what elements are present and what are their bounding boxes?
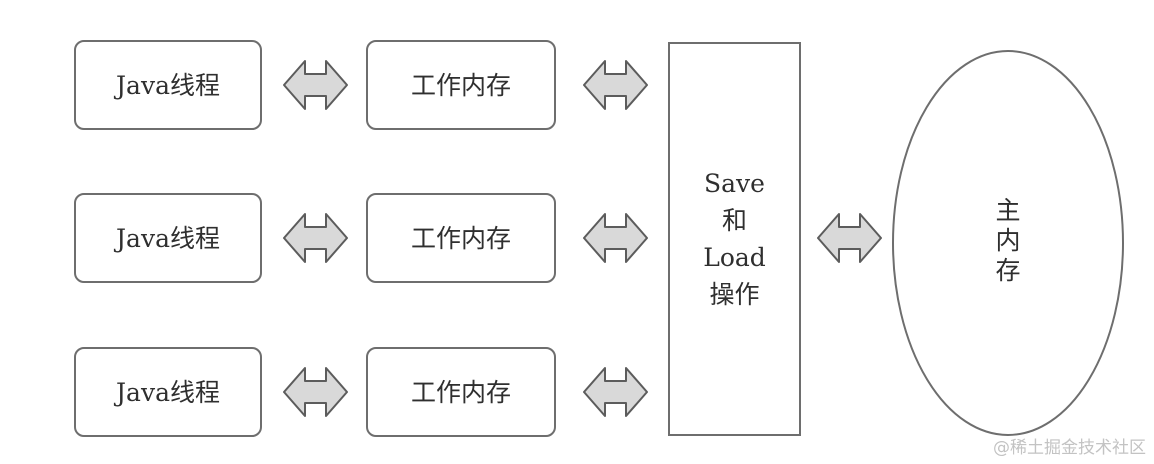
watermark: @稀土掘金技术社区	[993, 438, 1146, 458]
bidirectional-arrow-icon	[583, 367, 648, 417]
java-thread-node-3: Java线程	[74, 347, 262, 437]
java-thread-label-3: Java线程	[116, 377, 220, 407]
main-memory-line-1: 主	[995, 196, 1021, 225]
java-thread-node-2: Java线程	[74, 193, 262, 283]
bidirectional-arrow-icon	[817, 213, 882, 263]
working-memory-node-3: 工作内存	[366, 347, 556, 437]
java-thread-node-1: Java线程	[74, 40, 262, 130]
java-thread-label-1: Java线程	[116, 70, 220, 100]
bidirectional-arrow-icon	[283, 60, 348, 110]
save-load-line-2: 和	[721, 206, 747, 235]
bidirectional-arrow-icon	[283, 213, 348, 263]
working-memory-node-1: 工作内存	[366, 40, 556, 130]
working-memory-label-1: 工作内存	[410, 70, 511, 100]
save-load-line-1: Save	[704, 169, 765, 198]
main-memory-line-3: 存	[995, 256, 1021, 285]
save-load-line-4: 操作	[709, 280, 760, 309]
main-memory-label: 主 内 存	[978, 196, 1038, 286]
bidirectional-arrow-icon	[283, 367, 348, 417]
working-memory-label-3: 工作内存	[410, 377, 511, 407]
main-memory-ellipse	[892, 50, 1124, 436]
main-memory-line-2: 内	[995, 226, 1021, 255]
bidirectional-arrow-icon	[583, 60, 648, 110]
working-memory-node-2: 工作内存	[366, 193, 556, 283]
save-load-line-3: Load	[703, 243, 766, 272]
java-thread-label-2: Java线程	[116, 223, 220, 253]
bidirectional-arrow-icon	[583, 213, 648, 263]
working-memory-label-2: 工作内存	[410, 223, 511, 253]
save-load-operation-node: Save 和 Load 操作	[668, 42, 801, 436]
